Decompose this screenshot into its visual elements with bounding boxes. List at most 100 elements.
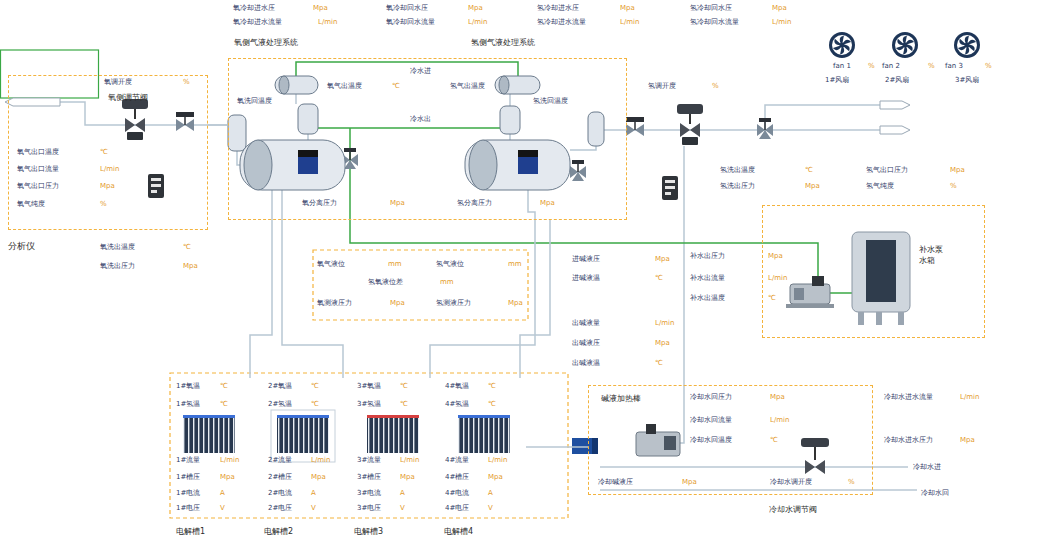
water-tank-icon (866, 240, 896, 302)
unit-text: Mpa (768, 251, 783, 261)
reading-label: 冷却碱液压 (598, 477, 633, 487)
reading-label: 4#氢温 (445, 399, 469, 409)
reading-label: fan 1 (833, 61, 851, 71)
unit-text: Mpa (805, 181, 820, 191)
unit-text: mm (508, 259, 522, 269)
analyzer-icon (148, 174, 164, 198)
pump-icon (812, 276, 824, 286)
unit-text: L/min (318, 17, 337, 27)
unit-text: L/min (620, 17, 639, 27)
reading-label: 氢冷却回水压 (690, 3, 732, 13)
reading-label: 冷却水进 (913, 462, 941, 472)
unit-text: % (950, 181, 957, 191)
electrolyzer-icon (367, 417, 419, 453)
process-pipe (570, 146, 596, 150)
reading-label: 出碱液压 (572, 338, 600, 348)
electrolyzer-icon (458, 417, 510, 453)
separator-vessel (228, 76, 604, 190)
unit-text: L/min (400, 455, 419, 465)
process-pipe (680, 146, 684, 443)
unit-text: Mpa (620, 3, 635, 13)
reading-label: 氧气出口压力 (17, 181, 59, 191)
reading-label: 1#流量 (176, 455, 200, 465)
outlet-arrow (5, 98, 60, 106)
reading-label: 氢洗回温度 (533, 96, 568, 106)
reading-label: 氢分离压力 (457, 198, 492, 208)
unit-text: L/min (655, 318, 674, 328)
node-title: 电解槽2 (264, 526, 293, 537)
node-title: 冷却水调节阀 (769, 504, 817, 515)
unit-text: ℃ (100, 147, 108, 157)
unit-text: ℃ (220, 381, 228, 391)
unit-text: Mpa (682, 477, 697, 487)
cooling-water-pipe (296, 62, 852, 293)
pump-icon (790, 284, 830, 304)
reading-label: 冷却水回压力 (690, 392, 732, 402)
fan-icon (829, 32, 980, 58)
unit-text: Mpa (488, 472, 503, 482)
analyzer-icon (662, 176, 678, 200)
pump-icon (794, 288, 804, 300)
separator-vessel (469, 140, 497, 190)
node-title: 氧侧调节阀 (108, 92, 148, 103)
unit-text: A (400, 488, 405, 498)
unit-text: ℃ (770, 435, 778, 445)
unit-text: L/min (100, 164, 119, 174)
process-pipe (600, 489, 917, 491)
separator-vessel (298, 104, 318, 134)
cooling-valve-icon (814, 447, 816, 460)
unit-text: L/min (220, 455, 239, 465)
reading-label: 1#电压 (176, 503, 200, 513)
reading-label: 氧冷却回水压 (386, 3, 428, 13)
reading-label: 4#电压 (445, 503, 469, 513)
unit-text: % (985, 61, 992, 71)
level-gauge (298, 150, 538, 174)
process-pipe (60, 94, 917, 490)
unit-text: A (220, 488, 225, 498)
cooling-water-pipe (762, 243, 818, 282)
electrolyzer-icon (277, 415, 329, 418)
heater-icon (664, 436, 676, 450)
reading-label: 2#流量 (268, 455, 292, 465)
process-pipe (600, 466, 908, 468)
unit-text: L/min (770, 415, 789, 425)
pipe-connector (208, 124, 228, 126)
reading-label: 1#氢温 (176, 399, 200, 409)
pipe-connector (350, 220, 762, 243)
reading-label: 氧洗出温度 (100, 242, 135, 252)
reading-label: 氧气出口温度 (17, 147, 59, 157)
reading-label: 4#流量 (445, 455, 469, 465)
unit-text: ℃ (392, 81, 400, 91)
water-tank-icon (876, 312, 882, 325)
unit-text: Mpa (655, 338, 670, 348)
unit-text: Mpa (540, 198, 555, 208)
reading-label: 氧冷却回水流量 (386, 17, 435, 27)
reading-label: 冷却水进水压力 (884, 435, 933, 445)
node-title: 氧侧气液处理系统 (234, 37, 298, 48)
reading-label: 氢气出口压力 (866, 165, 908, 175)
separator-vessel (228, 115, 246, 151)
reading-label: 氢冷却进水流量 (537, 17, 586, 27)
electrolyzer-icon (183, 410, 510, 462)
reading-label: 3#电压 (357, 503, 381, 513)
reading-label: 3#电流 (357, 488, 381, 498)
reading-label: 冷水进 (410, 66, 431, 76)
valve-icon (626, 117, 644, 136)
separator-vessel (500, 106, 520, 134)
fan-icon (954, 32, 980, 58)
valve-icon (570, 160, 586, 181)
unit-text: ℃ (655, 273, 663, 283)
unit-text: L/min (768, 273, 787, 283)
reading-label: 氧冷却进水压 (233, 3, 275, 13)
unit-text: L/min (488, 455, 507, 465)
unit-text: Mpa (400, 472, 415, 482)
process-group-panel: 氧侧气液处理系统氢侧气液处理系统 (228, 58, 627, 220)
reading-label: 出碱液量 (572, 318, 600, 328)
reading-label: 氢冷却进水压 (537, 3, 579, 13)
process-pipe (307, 134, 309, 140)
reading-label: 冷却水进水流量 (884, 392, 933, 402)
unit-text: L/min (311, 455, 330, 465)
unit-text: Mpa (313, 3, 328, 13)
unit-text: Mpa (220, 472, 235, 482)
unit-text: Mpa (770, 392, 785, 402)
